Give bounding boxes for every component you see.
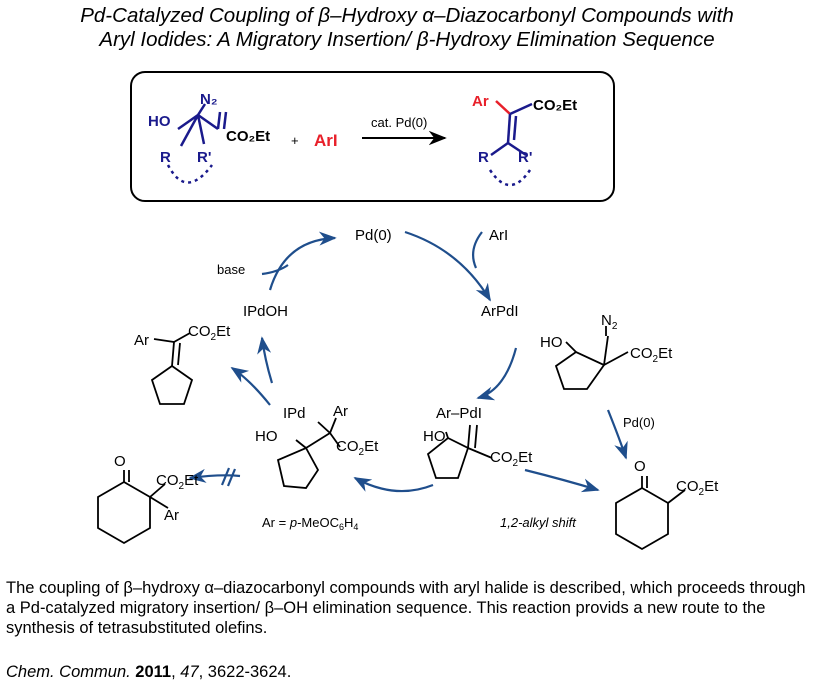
ring-expanded-product <box>97 470 169 545</box>
arrow-base-in <box>261 264 289 276</box>
aryl-iodide-label: ArI <box>314 131 338 150</box>
arrow-carbene-to-ketone <box>524 468 600 493</box>
arrow-arpdi-to-carbene <box>476 347 518 401</box>
catalytic-cycle: Pd(0) ArI ArPdI IPdOH base Pd(0) 1,2-alk… <box>97 227 719 551</box>
carbene-ar-pdi: Ar–PdI <box>436 405 482 422</box>
ring-co2et: CO2Et <box>156 472 199 492</box>
arrow-carbene-to-insertion <box>353 477 434 493</box>
citation-pages: , 3622-3624. <box>198 663 292 681</box>
reactant-r-label: R <box>160 149 171 166</box>
alkyl-shift-product <box>615 476 686 551</box>
cycle-ipdoh-label: IPdOH <box>243 303 288 320</box>
arrow-insertion-to-olefin <box>230 367 271 406</box>
arrow-pd0-to-arpdi <box>404 230 491 302</box>
arrow-ari-in <box>471 231 483 269</box>
product-r-label: R <box>478 149 489 166</box>
arrow-diazo-to-ketone <box>606 409 628 460</box>
insertion-ipd: IPd <box>283 405 306 422</box>
arrow-olefin-to-ipdoh <box>257 336 274 384</box>
cycle-pd0-label: Pd(0) <box>355 227 392 244</box>
ar-definition-label: Ar = p-MeOC6H4 <box>262 515 358 532</box>
ring-o: O <box>114 453 126 470</box>
carbene-co2et: CO2Et <box>490 449 533 469</box>
ring-ar: Ar <box>164 507 179 524</box>
side-pd0-label: Pd(0) <box>623 415 655 430</box>
olefin-ar: Ar <box>134 332 149 349</box>
carbene-ho: HO <box>423 428 446 445</box>
pd-carbene-complex <box>426 424 493 479</box>
cycle-arpdi-label: ArPdI <box>481 303 519 320</box>
conditions-label: cat. Pd(0) <box>371 115 427 130</box>
olefin-product <box>488 100 533 187</box>
reactant-co2et-label: CO₂Et <box>226 128 270 145</box>
olefin-co2et: CO2Et <box>188 323 231 343</box>
product-co2et-label: CO₂Et <box>533 97 577 114</box>
plus-sign: + <box>291 133 299 148</box>
reaction-scheme: HO N₂ CO₂Et R R' + ArI cat. Pd(0) Ar CO₂… <box>97 71 719 551</box>
diazo-n2: N2 <box>601 312 618 332</box>
cycle-ari-label: ArI <box>489 227 508 244</box>
summary-box-frame <box>130 71 615 202</box>
reactant-r-prime-label: R' <box>197 149 211 166</box>
shift-co2et: CO2Et <box>676 478 719 498</box>
page-title: Pd-Catalyzed Coupling of β–Hydroxy α–Dia… <box>0 4 814 52</box>
reactant-n2-label: N₂ <box>200 91 218 108</box>
insertion-intermediate <box>276 417 341 489</box>
citation-year: 2011 <box>135 663 172 681</box>
insertion-ho: HO <box>255 428 278 445</box>
olefin-cycle-product <box>150 332 194 405</box>
arrow-ipdoh-to-pd0 <box>268 231 337 291</box>
diazo-ho: HO <box>540 334 563 351</box>
insertion-ar: Ar <box>333 403 348 420</box>
diazo-reactant <box>166 103 228 184</box>
product-ar-label: Ar <box>472 93 489 110</box>
reactant-ho-label: HO <box>148 113 171 130</box>
citation: Chem. Commun. 2011, 47, 3622-3624. <box>6 663 292 681</box>
product-r-prime-label: R' <box>518 149 532 166</box>
title-line-2: Aryl Iodides: A Migratory Insertion/ β-H… <box>99 28 715 51</box>
blocked-slash-2 <box>226 468 237 487</box>
abstract-text: The coupling of β–hydroxy α–diazocarbony… <box>6 579 806 637</box>
citation-volume: 47 <box>180 663 199 681</box>
arrow-blocked <box>188 468 241 483</box>
diazo-substrate <box>554 326 629 390</box>
shift-o: O <box>634 458 646 475</box>
insertion-co2et: CO2Et <box>336 438 379 458</box>
summary-reaction-box: HO N₂ CO₂Et R R' + ArI cat. Pd(0) Ar CO₂… <box>130 71 615 202</box>
cycle-base-label: base <box>217 262 245 277</box>
title-line-1: Pd-Catalyzed Coupling of β–Hydroxy α–Dia… <box>80 4 734 27</box>
blocked-slash-1 <box>220 467 231 486</box>
diazo-co2et: CO2Et <box>630 345 673 365</box>
alkyl-shift-label: 1,2-alkyl shift <box>500 515 577 530</box>
citation-journal: Chem. Commun. <box>6 663 131 681</box>
